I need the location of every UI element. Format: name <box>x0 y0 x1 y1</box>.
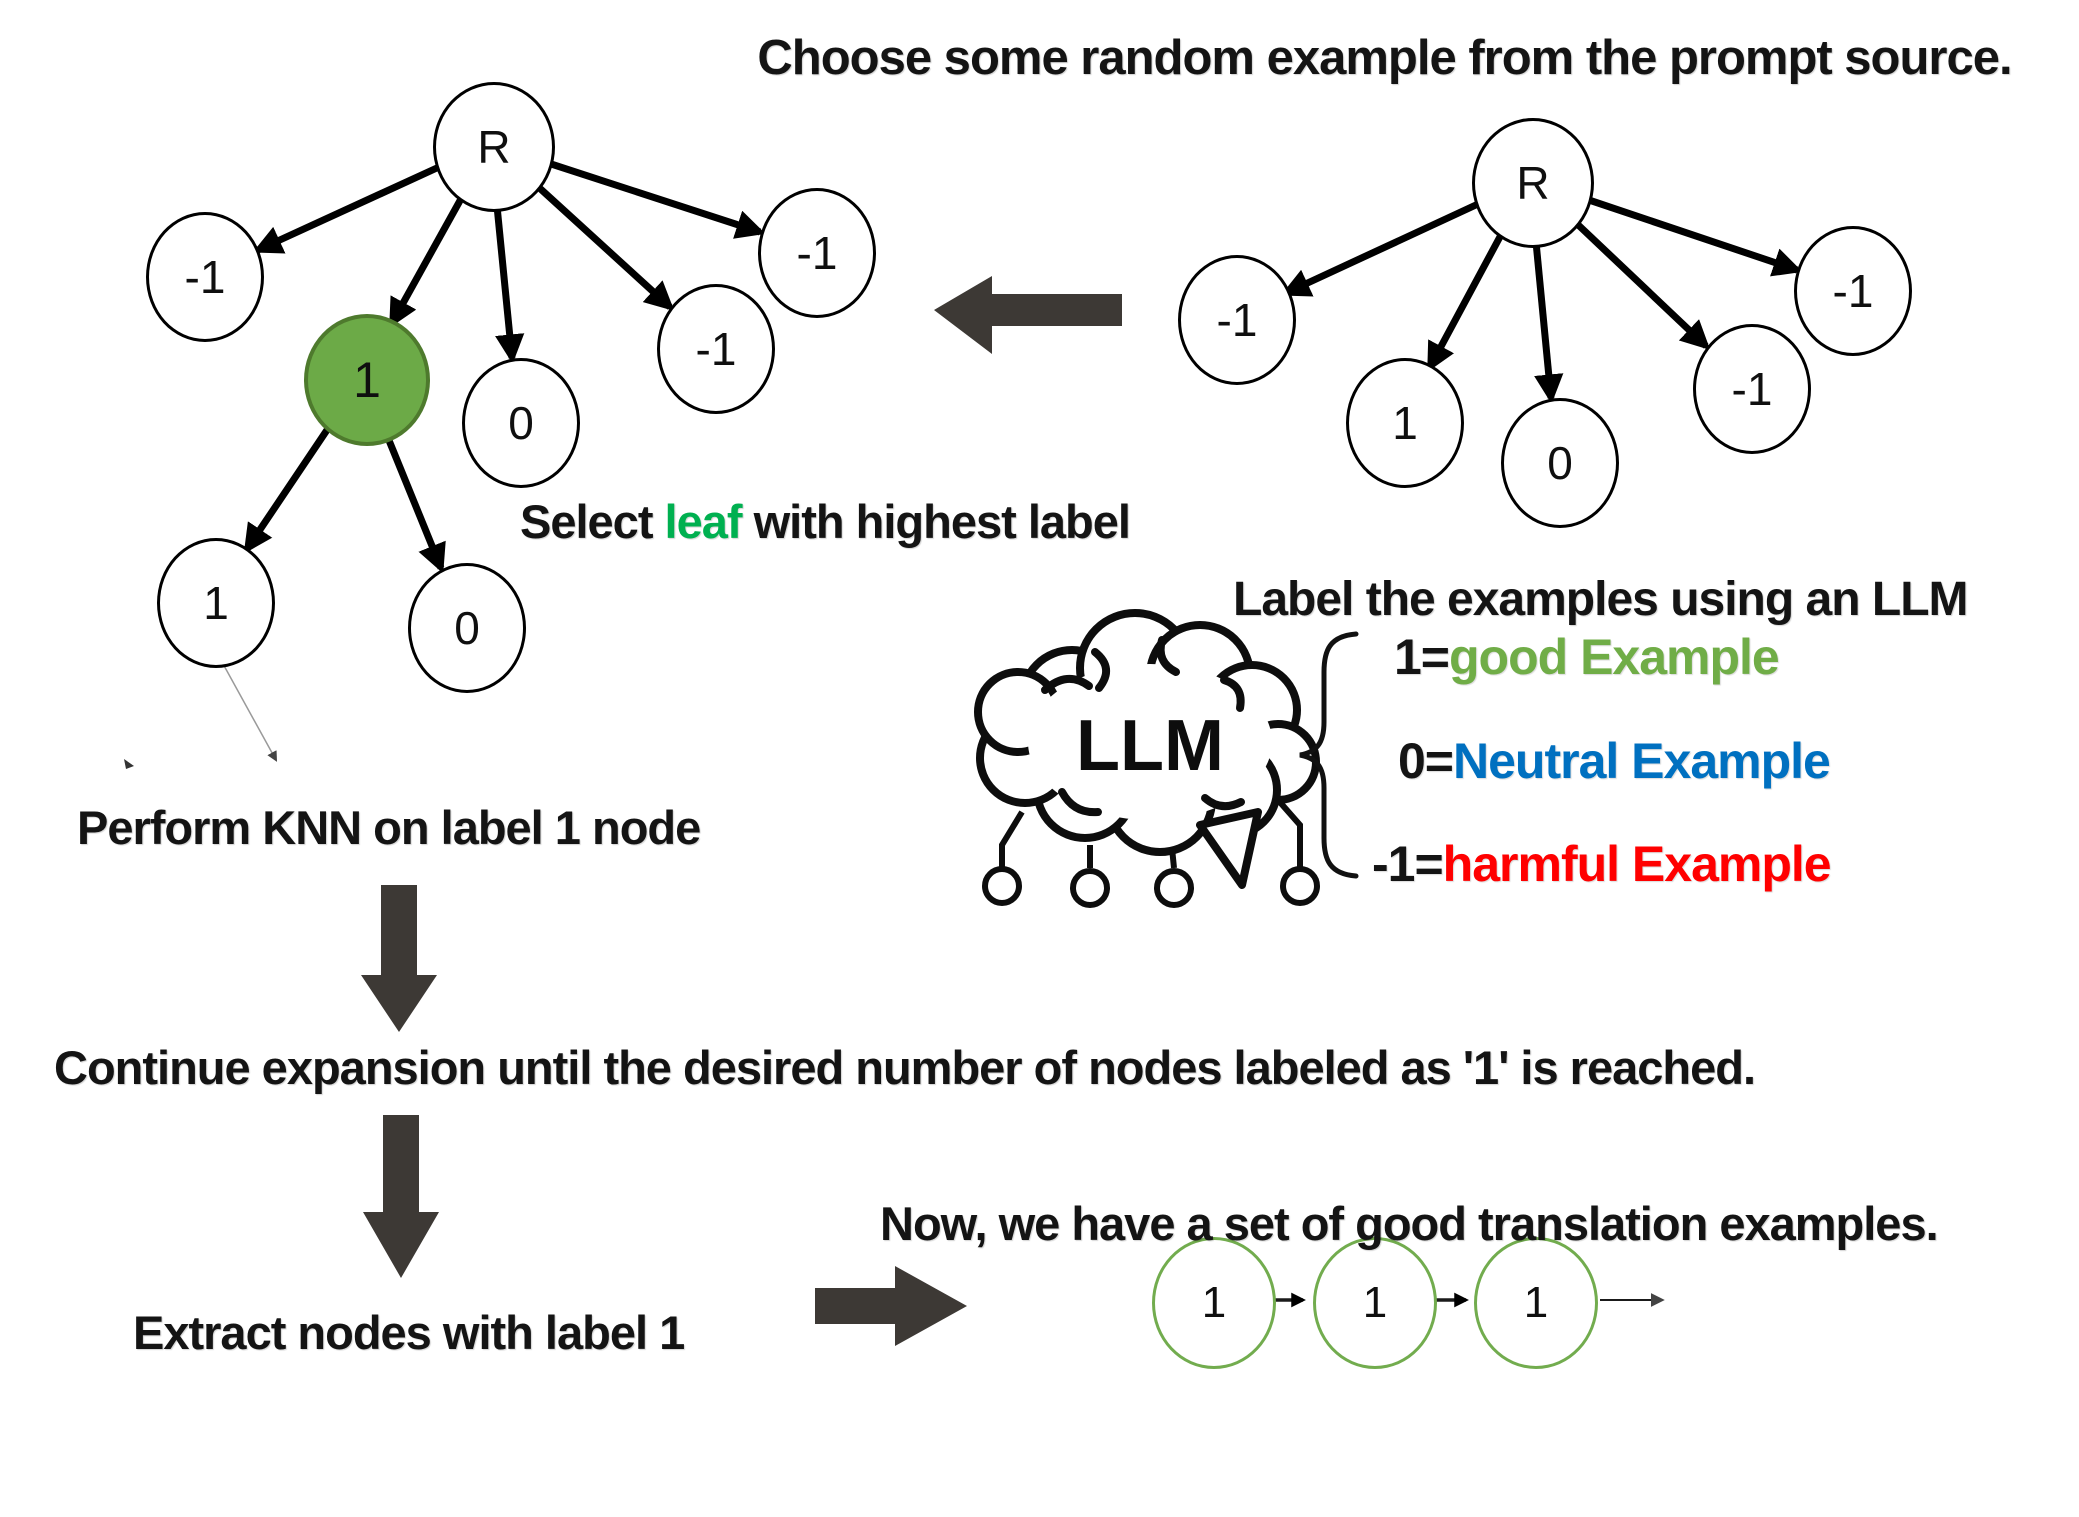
edge-left-root-child1 <box>252 163 441 254</box>
node-label: R <box>1516 157 1550 209</box>
node-label: 1 <box>1201 1278 1227 1327</box>
node-label: 0 <box>1547 437 1573 489</box>
now-have-caption: Now, we have a set of good translation e… <box>880 1197 1939 1250</box>
select-leaf-suffix: with highest label <box>741 495 1131 548</box>
right-tree-root: R <box>1472 118 1594 248</box>
edge-left-root-child4 <box>531 180 675 311</box>
right-tree-child-5: -1 <box>1794 226 1912 356</box>
left-tree-child-5: -1 <box>758 188 876 318</box>
right-tree-child-4: -1 <box>1693 324 1811 454</box>
right-tree-child-3: 0 <box>1501 398 1619 528</box>
legend-good-label: good Example <box>1449 629 1780 685</box>
left-tree-child-4: -1 <box>657 284 775 414</box>
node-label: -1 <box>695 323 737 375</box>
left-tree-child-2-selected: 1 <box>304 314 430 446</box>
node-label: 1 <box>1523 1278 1549 1327</box>
node-label: -1 <box>1832 265 1874 317</box>
llm-brain-legs <box>982 798 1320 908</box>
right-tree-child-1: -1 <box>1178 255 1296 385</box>
legend-neutral-prefix: 0= <box>1398 733 1454 789</box>
node-label: -1 <box>184 251 226 303</box>
legend-harmful-prefix: -1= <box>1372 836 1444 892</box>
llm-brain-label: LLM <box>1076 706 1224 786</box>
extract-nodes-caption: Extract nodes with label 1 <box>133 1306 685 1359</box>
node-label: 0 <box>454 602 480 654</box>
edge-left-root-child2 <box>388 195 466 329</box>
legend-harmful-label: harmful Example <box>1442 836 1832 892</box>
left-tree-grandchild-2: 0 <box>408 563 526 693</box>
legend-brace-icon <box>1299 631 1359 879</box>
chain-node-2: 1 <box>1313 1237 1437 1369</box>
right-tree-child-2: 1 <box>1346 358 1464 488</box>
edge-right-root-child2 <box>1426 231 1506 373</box>
page-title: Choose some random example from the prom… <box>757 31 2012 85</box>
left-tree-child-1: -1 <box>146 212 264 342</box>
edge-left-selected-grandchild1 <box>243 425 332 554</box>
legend-item-neutral: 0=Neutral Example <box>1398 732 1831 790</box>
knn-hint-arrows <box>124 661 278 769</box>
left-tree-edges <box>243 158 766 574</box>
edge-right-root-child1 <box>1280 200 1480 297</box>
select-leaf-prefix: Select <box>520 495 665 548</box>
right-tree-edges <box>1280 194 1803 404</box>
chain-node-1: 1 <box>1152 1237 1276 1369</box>
continue-expansion-caption: Continue expansion until the desired num… <box>54 1041 1756 1094</box>
left-tree-child-3: 0 <box>462 358 580 488</box>
arrow-right-icon <box>815 1266 967 1346</box>
select-leaf-highlight: leaf <box>664 495 743 548</box>
legend-neutral-label: Neutral Example <box>1453 733 1831 789</box>
llm-brain-icon: LLM <box>974 609 1320 908</box>
legend-item-good: 1=good Example <box>1394 628 1780 686</box>
node-label: R <box>477 121 511 173</box>
chain-node-3: 1 <box>1474 1237 1598 1369</box>
edge-right-root-child3 <box>1532 241 1564 404</box>
node-label: 1 <box>353 352 381 408</box>
knn-faint-arrow <box>221 661 278 762</box>
label-examples-caption: Label the examples using an LLM <box>1233 573 1968 626</box>
knn-faint-speck <box>124 759 134 769</box>
legend-item-harmful: -1=harmful Example <box>1372 835 1832 893</box>
edge-left-root-child5 <box>543 158 766 239</box>
flow-arrows <box>361 276 1122 1346</box>
node-label: 1 <box>203 577 229 629</box>
node-label: -1 <box>1731 363 1773 415</box>
left-tree-grandchild-1: 1 <box>157 538 275 668</box>
node-label: 1 <box>1362 1278 1388 1327</box>
left-tree-root: R <box>433 82 555 212</box>
legend-good-prefix: 1= <box>1394 629 1450 685</box>
arrow-down-icon-1 <box>361 885 437 1032</box>
node-label: -1 <box>796 227 838 279</box>
edge-left-selected-grandchild2 <box>382 431 446 574</box>
select-leaf-caption: Select leaf with highest label <box>520 494 1131 549</box>
arrow-left-icon <box>934 276 1122 354</box>
edge-right-root-child4 <box>1570 217 1711 351</box>
edge-right-root-child5 <box>1581 194 1803 277</box>
edge-left-root-child3 <box>493 205 525 364</box>
node-label: -1 <box>1216 294 1258 346</box>
node-label: 1 <box>1392 397 1418 449</box>
arrow-down-icon-2 <box>363 1115 439 1278</box>
node-label: 0 <box>508 397 534 449</box>
perform-knn-caption: Perform KNN on label 1 node <box>77 801 701 854</box>
